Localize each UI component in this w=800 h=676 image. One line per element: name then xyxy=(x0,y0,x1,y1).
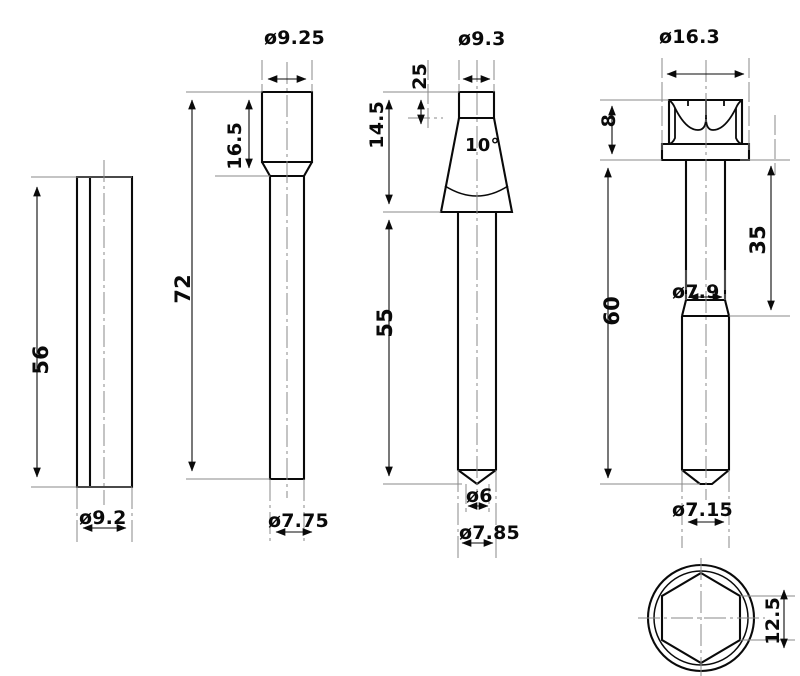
dim-bushing-total-length: 72 xyxy=(171,274,195,304)
dim-taper-top-diameter: ø9.3 xyxy=(458,28,506,50)
dim-head-height: 8 xyxy=(598,114,620,128)
dim-bushing-head-diameter: ø9.25 xyxy=(264,27,325,49)
dim-taper-shaft-diameter: ø7.85 xyxy=(459,522,520,544)
dim-bushing-head-length: 16.5 xyxy=(224,122,246,170)
dim-thread-length: 35 xyxy=(746,225,770,255)
dim-taper-collar-height: 25 xyxy=(409,63,431,90)
dim-taper-shaft-length: 55 xyxy=(373,308,397,338)
dim-shank-diameter: ø7.9 xyxy=(672,281,720,303)
dim-flange-diameter: ø16.3 xyxy=(659,26,720,48)
dim-sleeve-diameter: ø9.2 xyxy=(79,507,127,529)
dim-shank-length: 60 xyxy=(600,296,624,326)
dim-taper-tip-diameter: ø6 xyxy=(466,485,493,507)
dim-taper-head-length: 14.5 xyxy=(366,101,388,149)
dim-hex-across-flats: 12.5 xyxy=(762,597,784,645)
dim-tip-diameter: ø7.15 xyxy=(672,499,733,521)
dim-taper-angle: 10° xyxy=(465,135,500,156)
dim-bushing-shaft-diameter: ø7.75 xyxy=(268,510,329,532)
dim-sleeve-length: 56 xyxy=(29,345,53,375)
